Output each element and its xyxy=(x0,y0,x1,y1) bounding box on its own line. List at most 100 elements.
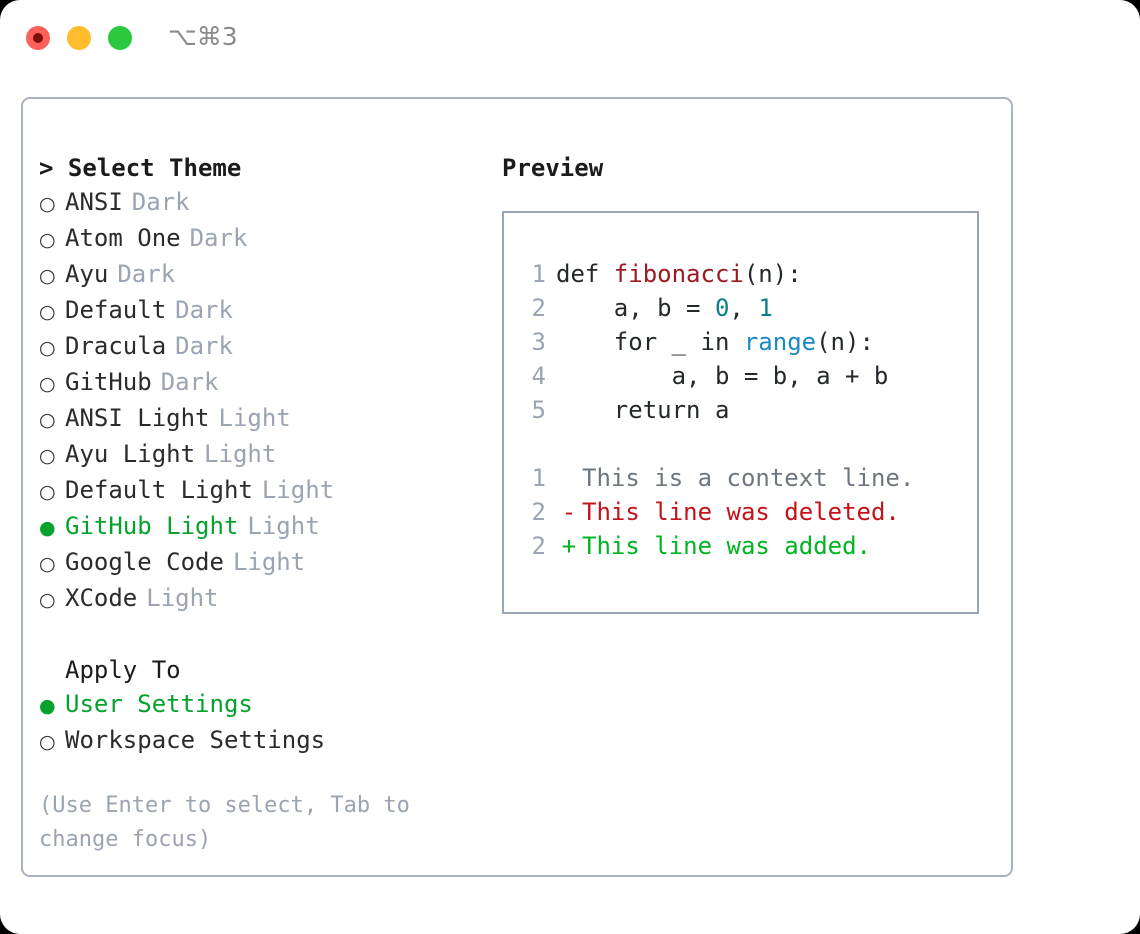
preview-header: Preview xyxy=(502,154,604,182)
radio-unselected-icon[interactable]: ○ xyxy=(39,373,56,395)
theme-option-label: Dracula xyxy=(65,332,167,360)
radio-selected-icon[interactable]: ● xyxy=(39,695,56,717)
apply-to-option[interactable]: ● User Settings xyxy=(39,687,489,723)
radio-unselected-icon[interactable]: ○ xyxy=(39,481,56,503)
code-line-content: return a xyxy=(556,393,730,427)
theme-option[interactable]: ○ Dracula Dark xyxy=(39,329,489,365)
radio-unselected-icon[interactable]: ○ xyxy=(39,589,56,611)
keyboard-shortcut-label: ⌥⌘3 xyxy=(168,22,238,51)
code-line: 1 def fibonacci(n): xyxy=(504,257,977,291)
radio-selected-icon[interactable]: ● xyxy=(39,517,56,539)
code-line-content: def fibonacci(n): xyxy=(556,257,802,291)
theme-variant-tag: Light xyxy=(218,404,291,432)
code-token: return a xyxy=(556,396,730,424)
diff-sign xyxy=(556,461,582,495)
theme-option-label: Default Light xyxy=(65,476,253,504)
theme-variant-tag: Dark xyxy=(175,332,233,360)
theme-option-label: XCode xyxy=(65,584,138,612)
code-token: 0 xyxy=(714,294,730,322)
radio-unselected-icon[interactable]: ○ xyxy=(39,193,56,215)
theme-variant-tag: Dark xyxy=(189,224,248,252)
code-token: def xyxy=(556,260,614,288)
code-line: 5 return a xyxy=(504,393,977,427)
radio-unselected-icon[interactable]: ○ xyxy=(39,553,56,575)
code-token: range xyxy=(743,328,817,356)
apply-to-option[interactable]: ○Workspace Settings xyxy=(39,723,489,759)
code-token: (n): xyxy=(816,328,874,356)
traffic-lights xyxy=(26,26,132,50)
theme-variant-tag: Light xyxy=(146,584,219,612)
line-number: 4 xyxy=(531,362,546,390)
radio-unselected-icon[interactable]: ○ xyxy=(39,409,56,431)
theme-option-label: Default xyxy=(65,296,167,324)
theme-variant-tag: Dark xyxy=(160,368,219,396)
theme-option[interactable]: ○ Atom One Dark xyxy=(39,221,489,257)
diff-line-text: This line was deleted. xyxy=(582,498,900,526)
diff-line-text: This is a context line. xyxy=(582,464,915,492)
code-token: (n): xyxy=(743,260,802,288)
theme-option[interactable]: ○ ANSI Light Light xyxy=(39,401,489,437)
line-number: 2 xyxy=(531,294,546,322)
theme-option[interactable]: ● GitHub Light Light xyxy=(39,509,489,545)
radio-unselected-icon[interactable]: ○ xyxy=(39,445,56,467)
line-number: 1 xyxy=(531,260,546,288)
theme-variant-tag: Light xyxy=(204,440,277,468)
apply-to-option-label: User Settings xyxy=(65,690,253,718)
code-token: for _ in xyxy=(556,328,744,356)
code-line: 2 a, b = 0, 1 xyxy=(504,291,977,325)
keyboard-hint-text: (Use Enter to select, Tab to change focu… xyxy=(39,793,410,852)
theme-variant-tag: Dark xyxy=(175,296,233,324)
radio-unselected-icon[interactable]: ○ xyxy=(39,229,56,251)
theme-option[interactable]: ○ Default Dark xyxy=(39,293,489,329)
theme-variant-tag: Light xyxy=(261,476,335,504)
theme-option-label: GitHub Light xyxy=(65,512,239,540)
minimize-button[interactable] xyxy=(67,26,91,50)
diff-line: 1 This is a context line. xyxy=(504,461,977,495)
code-token: a, b = b, a + b xyxy=(556,362,889,390)
diff-sign: - xyxy=(561,498,577,526)
apply-to-list: ● User Settings ○Workspace Settings xyxy=(39,687,489,759)
line-number: 1 xyxy=(531,464,546,492)
diff-sign: + xyxy=(561,532,577,560)
theme-variant-tag: Dark xyxy=(131,188,190,216)
theme-option-label: Atom One xyxy=(65,224,181,252)
radio-unselected-icon[interactable]: ○ xyxy=(39,265,56,287)
line-number: 2 xyxy=(531,498,546,526)
radio-unselected-icon[interactable]: ○ xyxy=(39,731,56,753)
theme-variant-tag: Dark xyxy=(117,260,176,288)
code-token: fibonacci xyxy=(613,260,744,288)
theme-option-label: Ayu Light xyxy=(65,440,196,468)
theme-option[interactable]: ○ GitHub Dark xyxy=(39,365,489,401)
diff-line-text: This line was added. xyxy=(582,532,871,560)
code-line: 4 a, b = b, a + b xyxy=(504,359,977,393)
theme-option[interactable]: ○ Default Light Light xyxy=(39,473,489,509)
theme-option[interactable]: ○ Ayu Light Light xyxy=(39,437,489,473)
radio-unselected-icon[interactable]: ○ xyxy=(39,301,56,323)
code-token: 1 xyxy=(758,294,773,322)
theme-variant-tag: Light xyxy=(232,548,306,576)
diff-line: 2+This line was added. xyxy=(504,529,977,563)
apply-to-header: Apply To xyxy=(65,656,181,684)
line-number: 5 xyxy=(531,396,546,424)
code-line-content: a, b = 0, 1 xyxy=(556,291,773,325)
maximize-button[interactable] xyxy=(108,26,132,50)
diff-sample: 1 This is a context line.2-This line was… xyxy=(504,461,977,563)
theme-option[interactable]: ○ XCode Light xyxy=(39,581,489,617)
diff-line: 2-This line was deleted. xyxy=(504,495,977,529)
theme-variant-tag: Light xyxy=(247,512,320,540)
code-line-content: for _ in range(n): xyxy=(556,325,874,359)
theme-option-label: ANSI Light xyxy=(65,404,210,432)
close-button[interactable] xyxy=(26,26,50,50)
radio-unselected-icon[interactable]: ○ xyxy=(39,337,56,359)
theme-option-label: GitHub xyxy=(65,368,152,396)
